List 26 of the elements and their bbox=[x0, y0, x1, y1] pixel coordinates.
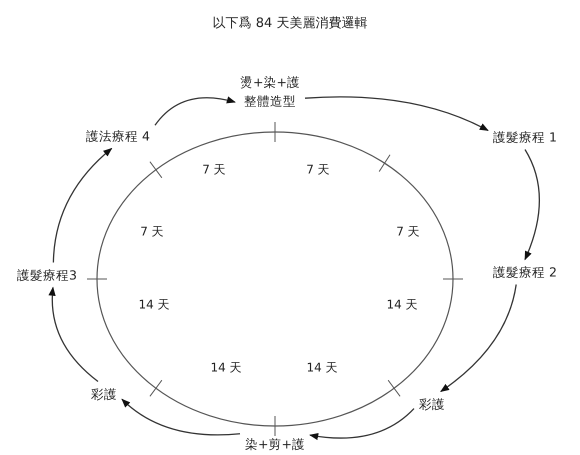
stage-text: 整體造型 bbox=[244, 93, 296, 111]
duration-label: 14 天 bbox=[210, 360, 242, 376]
duration-label: 14 天 bbox=[386, 296, 418, 314]
stage-text: 護法療程 4 bbox=[86, 127, 150, 146]
duration-label: 7 天 bbox=[202, 162, 226, 178]
arrow bbox=[48, 286, 98, 382]
arrow bbox=[121, 398, 240, 436]
stage-text: 彩護 bbox=[91, 385, 117, 404]
duration-label: 14 天 bbox=[306, 360, 338, 376]
stage-text: 護髮療程3 bbox=[17, 266, 77, 284]
arrow bbox=[304, 96, 489, 132]
duration-label: 7 天 bbox=[306, 162, 330, 178]
diagram-title: 以下爲 84 天美麗消費邏輯 bbox=[212, 15, 368, 32]
stage-text: 染+剪+護 bbox=[245, 435, 305, 454]
stage-text: 彩護 bbox=[419, 395, 445, 414]
duration-label: 7 天 bbox=[396, 224, 420, 240]
arrow bbox=[524, 149, 540, 260]
arrow bbox=[440, 284, 517, 392]
duration-label: 14 天 bbox=[138, 296, 170, 314]
duration-label: 7 天 bbox=[140, 224, 164, 240]
stage-text: 護髮療程 2 bbox=[493, 263, 557, 282]
stage-text: 燙+染+護 bbox=[240, 74, 300, 92]
stage-text: 護髮療程 1 bbox=[493, 128, 557, 146]
arrow bbox=[52, 148, 112, 263]
arrow bbox=[154, 96, 236, 126]
arrow bbox=[309, 408, 414, 440]
